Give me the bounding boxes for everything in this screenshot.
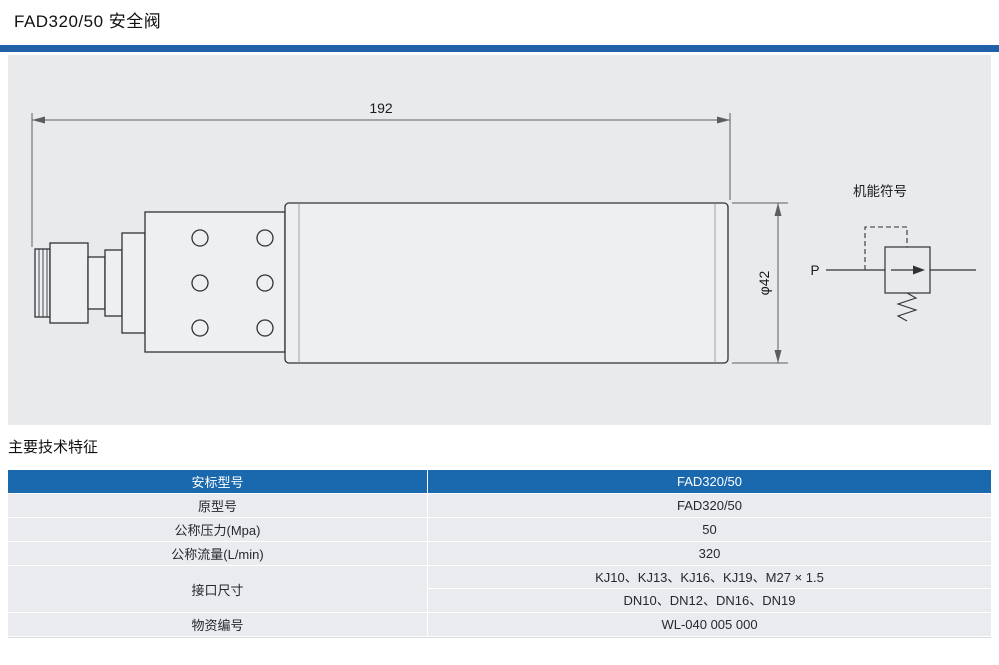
chamfer-lines xyxy=(298,203,716,363)
dim-arrow-bottom xyxy=(774,350,782,363)
header-value-cell: FAD320/50 xyxy=(428,470,991,493)
table-header-row: 安标型号 FAD320/50 xyxy=(8,470,991,494)
table-row-prototype: 原型号 FAD320/50 xyxy=(8,494,991,518)
relief-valve-symbol xyxy=(826,246,976,294)
port-p-label: P xyxy=(810,263,819,278)
dimension-diameter-lines xyxy=(732,202,788,364)
table-row-flow: 公称流量(L/min) 320 xyxy=(8,542,991,566)
flow-arrow xyxy=(913,265,925,275)
row-value: FAD320/50 xyxy=(428,494,991,517)
row-value: 50 xyxy=(428,518,991,541)
row-value-stack: KJ10、KJ13、KJ16、KJ19、M27 × 1.5 DN10、DN12、… xyxy=(428,566,991,612)
section-heading: 主要技术特征 xyxy=(8,439,99,456)
table-row-material-code: 物资编号 WL-040 005 000 xyxy=(8,613,991,637)
drawing-panel: 192 xyxy=(8,55,991,425)
interface-line-2: DN10、DN12、DN16、DN19 xyxy=(623,593,796,608)
symbol-title: 机能符号 xyxy=(853,184,907,199)
row-label: 原型号 xyxy=(8,494,428,517)
table-row-interface: 接口尺寸 KJ10、KJ13、KJ16、KJ19、M27 × 1.5 DN10、… xyxy=(8,566,991,613)
valve-body xyxy=(34,202,729,364)
spring-symbol xyxy=(896,292,918,322)
interface-line-1: KJ10、KJ13、KJ16、KJ19、M27 × 1.5 xyxy=(428,566,991,589)
dimension-length-label: 192 xyxy=(369,100,393,116)
row-label: 公称压力(Mpa) xyxy=(8,518,428,541)
row-label: 接口尺寸 xyxy=(8,566,428,612)
dim-arrow-left xyxy=(32,116,45,124)
mounting-holes xyxy=(191,229,274,337)
dimension-length-lines xyxy=(31,113,731,247)
table-row-pressure: 公称压力(Mpa) 50 xyxy=(8,518,991,542)
row-value: WL-040 005 000 xyxy=(428,613,991,636)
page-title: FAD320/50 安全阀 xyxy=(14,12,162,31)
spec-table: 安标型号 FAD320/50 原型号 FAD320/50 公称压力(Mpa) 5… xyxy=(8,470,991,638)
pilot-dashed-line xyxy=(864,226,908,270)
row-label: 公称流量(L/min) xyxy=(8,542,428,565)
header-label-cell: 安标型号 xyxy=(8,470,428,493)
valve-technical-drawing: 192 xyxy=(31,100,976,364)
dim-arrow-right xyxy=(717,116,730,124)
row-label: 物资编号 xyxy=(8,613,428,636)
dim-arrow-top xyxy=(774,203,782,216)
knurl-lines xyxy=(38,249,48,317)
accent-bar xyxy=(0,45,999,52)
row-value: 320 xyxy=(428,542,991,565)
dimension-diameter-label: φ42 xyxy=(756,270,772,295)
